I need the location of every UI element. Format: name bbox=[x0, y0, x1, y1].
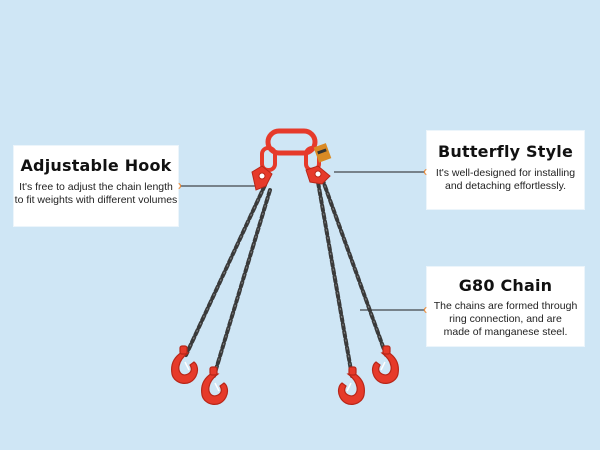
butterfly-coupling-icon bbox=[251, 165, 331, 191]
leader-lines bbox=[174, 168, 431, 314]
grab-hook-icon bbox=[171, 345, 399, 405]
callout-line: The chains are formed through bbox=[433, 300, 578, 312]
callout-description: The chains are formed through ring conne… bbox=[427, 300, 584, 339]
chain-leg-1 bbox=[184, 183, 267, 357]
callout-title: Adjustable Hook bbox=[20, 156, 172, 175]
callout-description: It's free to adjust the chain length to … bbox=[14, 181, 178, 207]
callout-title: Butterfly Style bbox=[437, 142, 573, 161]
callout-line: to fit weights with different volumes bbox=[14, 194, 178, 207]
callout-line: and detaching effortlessly. bbox=[444, 180, 567, 193]
chain-leg-icon bbox=[184, 176, 388, 378]
callout-line: made of manganese steel. bbox=[443, 326, 568, 339]
callout-line: It's well-designed for installing bbox=[435, 167, 576, 179]
callout-g80-chain: G80 Chain The chains are formed through … bbox=[427, 267, 584, 346]
callout-line: ring connection, and are bbox=[449, 313, 562, 326]
callout-adjustable-hook: Adjustable Hook It's free to adjust the … bbox=[14, 146, 178, 226]
callout-description: It's well-designed for installing and de… bbox=[427, 167, 584, 193]
master-link-icon bbox=[260, 128, 332, 172]
callout-title: G80 Chain bbox=[458, 276, 553, 295]
callout-butterfly-style: Butterfly Style It's well-designed for i… bbox=[427, 131, 584, 209]
chain-leg-4 bbox=[320, 176, 388, 357]
callout-line: It's free to adjust the chain length bbox=[19, 181, 173, 193]
